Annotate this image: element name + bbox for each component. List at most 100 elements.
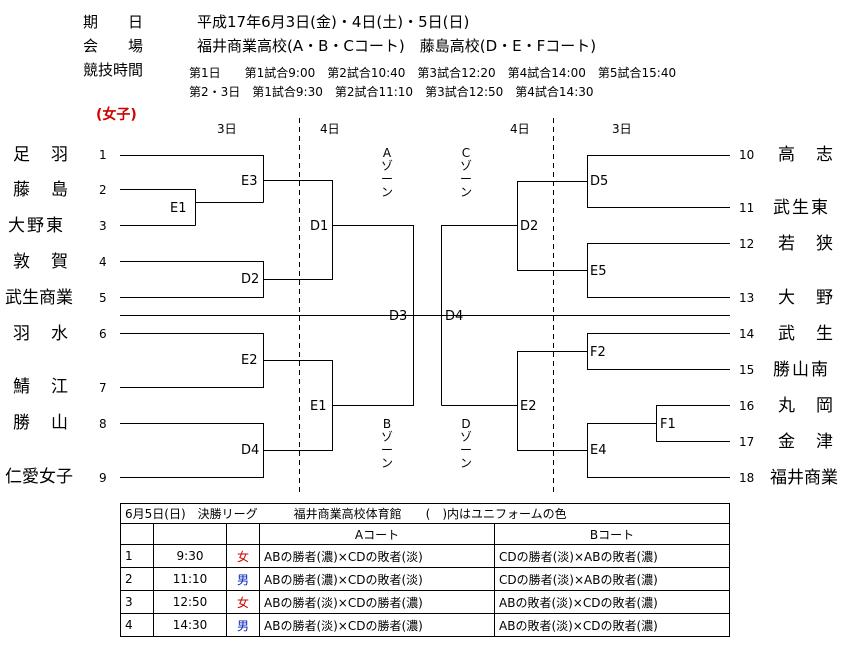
table-row: 1 9:30 女 ABの勝者(濃)×CDの敗者(淡) CDの勝者(淡)×ABの敗… — [120, 544, 730, 568]
final-league-table: 6月5日(日) 決勝リーグ 福井商業高校体育館 ( )内はユニフォームの色 Aコ… — [120, 503, 730, 637]
team-left-2: 藤 島 — [13, 180, 70, 200]
row-no: 4 — [120, 613, 154, 637]
venue-value: 福井商業高校(A・B・Cコート) 藤島高校(D・E・Fコート) — [197, 37, 597, 55]
match-label-e5: E5 — [590, 264, 607, 279]
time-row-day23: 第2・3日 第1試合9:30 第2試合11:10 第3試合12:50 第4試合1… — [189, 85, 594, 99]
time-row-day1: 第1日 第1試合9:00 第2試合10:40 第3試合12:20 第4試合14:… — [189, 66, 677, 80]
team-right-16: 丸 岡 — [778, 396, 835, 416]
row-no: 1 — [120, 544, 154, 568]
num-right-18: 18 — [739, 471, 755, 485]
match-label-d4-center: D4 — [445, 309, 464, 324]
venue-label: 会 場 — [83, 37, 144, 55]
date-value: 平成17年6月3日(金)・4日(土)・5日(日) — [197, 13, 470, 31]
team-right-11: 武生東 — [773, 198, 830, 218]
match-label-e4: E4 — [590, 443, 607, 458]
match-label-e3: E3 — [241, 174, 258, 189]
row-sex: 男 — [226, 613, 260, 637]
day-label-left-3: 3日 — [217, 122, 237, 136]
match-label-d2-right: D2 — [520, 219, 539, 234]
num-left-5: 5 — [99, 291, 107, 305]
bracket-lines — [120, 118, 730, 493]
team-left-7: 鯖 江 — [13, 377, 70, 397]
num-right-17: 17 — [739, 435, 755, 449]
row-sex: 女 — [226, 544, 260, 568]
match-label-d2-left: D2 — [241, 272, 260, 287]
row-time: 14:30 — [153, 613, 227, 637]
team-right-18: 福井商業 — [770, 468, 838, 488]
row-no: 3 — [120, 590, 154, 614]
table-row: 4 14:30 男 ABの勝者(淡)×CDの勝者(濃) ABの敗者(淡)×CDの… — [120, 613, 730, 637]
time-label: 競技時間 — [83, 61, 144, 79]
match-label-d1: D1 — [310, 219, 329, 234]
match-label-f2: F2 — [590, 345, 606, 360]
day-label-left-4: 4日 — [320, 122, 340, 136]
row-court-b: CDの勝者(淡)×ABの敗者(濃) — [494, 544, 730, 568]
match-label-d3: D3 — [389, 309, 408, 324]
row-time: 9:30 — [153, 544, 227, 568]
match-label-d4-left: D4 — [241, 443, 260, 458]
num-right-14: 14 — [739, 327, 755, 341]
match-label-f1: F1 — [660, 417, 676, 432]
team-left-4: 敦 賀 — [13, 252, 70, 272]
team-left-8: 勝 山 — [13, 413, 70, 433]
day-label-right-4: 4日 — [510, 122, 530, 136]
division-label: (女子) — [96, 107, 137, 123]
row-court-a: ABの勝者(淡)×CDの勝者(濃) — [259, 590, 495, 614]
match-label-e2-right: E2 — [520, 399, 537, 414]
team-right-10: 高 志 — [778, 145, 835, 165]
num-left-2: 2 — [99, 183, 107, 197]
num-left-3: 3 — [99, 219, 107, 233]
zone-label-b: Bゾーン — [380, 417, 393, 470]
row-time: 12:50 — [153, 590, 227, 614]
num-right-10: 10 — [739, 148, 755, 162]
row-court-a: ABの勝者(濃)×CDの敗者(淡) — [259, 544, 495, 568]
row-court-a: ABの勝者(濃)×CDの敗者(淡) — [259, 567, 495, 591]
match-label-e2-left: E2 — [241, 353, 258, 368]
row-court-b: CDの勝者(淡)×ABの敗者(濃) — [494, 567, 730, 591]
team-right-15: 勝山南 — [773, 360, 830, 380]
team-left-3: 大野東 — [8, 216, 65, 236]
header-blank-no — [120, 523, 154, 545]
num-right-11: 11 — [739, 201, 755, 215]
num-left-4: 4 — [99, 255, 107, 269]
team-left-9: 仁愛女子 — [5, 467, 73, 487]
team-right-13: 大 野 — [778, 288, 835, 308]
row-court-b: ABの敗者(淡)×CDの敗者(濃) — [494, 613, 730, 637]
num-left-6: 6 — [99, 327, 107, 341]
row-court-b: ABの敗者(淡)×CDの敗者(濃) — [494, 590, 730, 614]
row-sex: 男 — [226, 567, 260, 591]
match-label-e1-semi: E1 — [310, 399, 327, 414]
team-left-5: 武生商業 — [5, 288, 73, 308]
table-row: 3 12:50 女 ABの勝者(淡)×CDの勝者(濃) ABの敗者(淡)×CDの… — [120, 590, 730, 614]
row-no: 2 — [120, 567, 154, 591]
num-right-15: 15 — [739, 363, 755, 377]
num-left-1: 1 — [99, 148, 107, 162]
num-left-9: 9 — [99, 471, 107, 485]
match-label-d5: D5 — [590, 174, 609, 189]
zone-label-d: Dゾーン — [459, 417, 472, 470]
num-left-8: 8 — [99, 417, 107, 431]
row-court-a: ABの勝者(淡)×CDの勝者(濃) — [259, 613, 495, 637]
num-right-12: 12 — [739, 237, 755, 251]
row-time: 11:10 — [153, 567, 227, 591]
team-right-17: 金 津 — [778, 432, 835, 452]
zone-label-a: Aゾーン — [380, 146, 393, 199]
date-label: 期 日 — [83, 13, 144, 31]
team-left-6: 羽 水 — [13, 324, 70, 344]
court-a-header: Aコート — [259, 523, 495, 545]
header-blank-sex — [226, 523, 260, 545]
match-label-e1-left: E1 — [170, 201, 187, 216]
day-label-right-3: 3日 — [612, 122, 632, 136]
team-left-1: 足 羽 — [13, 145, 70, 165]
header-blank-time — [153, 523, 227, 545]
team-right-14: 武 生 — [778, 324, 835, 344]
num-left-7: 7 — [99, 381, 107, 395]
num-right-16: 16 — [739, 399, 755, 413]
court-b-header: Bコート — [494, 523, 730, 545]
row-sex: 女 — [226, 590, 260, 614]
final-league-title: 6月5日(日) 決勝リーグ 福井商業高校体育館 ( )内はユニフォームの色 — [120, 503, 730, 524]
num-right-13: 13 — [739, 291, 755, 305]
team-right-12: 若 狭 — [778, 234, 835, 254]
zone-label-c: Cゾーン — [459, 146, 472, 199]
table-row: 2 11:10 男 ABの勝者(濃)×CDの敗者(淡) CDの勝者(淡)×ABの… — [120, 567, 730, 591]
